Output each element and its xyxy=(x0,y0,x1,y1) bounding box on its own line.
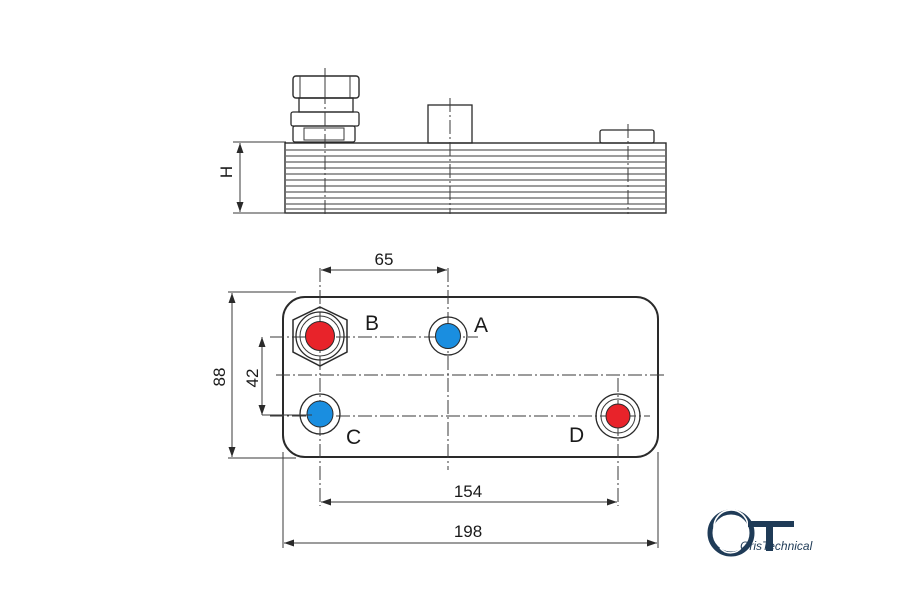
plate-outline xyxy=(282,296,659,458)
dimension-42: 42 xyxy=(243,337,312,416)
dimension-88: 88 xyxy=(210,291,296,459)
dimension-65: 65 xyxy=(321,250,447,274)
dimension-198-label: 198 xyxy=(454,522,482,541)
port-d-label: D xyxy=(569,424,584,447)
logo-mark-icon xyxy=(707,509,794,557)
dimension-88-label: 88 xyxy=(210,368,229,387)
port-b-hex-nut xyxy=(292,306,348,367)
port-b-label: B xyxy=(365,312,379,335)
logo-text: OrisTechnical xyxy=(740,539,813,553)
port-c xyxy=(299,393,341,435)
port-b xyxy=(292,306,348,367)
port-a xyxy=(428,316,468,356)
height-dimension: H xyxy=(217,141,286,214)
port-d xyxy=(595,393,641,439)
dimension-154-label: 154 xyxy=(454,482,482,501)
dimension-154: 154 xyxy=(321,482,617,506)
port-d-dot xyxy=(605,403,631,429)
height-label: H xyxy=(217,166,236,178)
side-fitting-right xyxy=(599,129,655,144)
side-plate-stack xyxy=(284,142,667,214)
front-view: B A C D 65 42 88 xyxy=(210,250,665,548)
dimension-42-label: 42 xyxy=(243,369,262,388)
dimension-65-label: 65 xyxy=(375,250,394,269)
port-c-label: C xyxy=(346,426,361,449)
port-b-dot xyxy=(305,321,335,351)
dimension-198: 198 xyxy=(282,452,659,548)
port-a-label: A xyxy=(474,314,488,337)
side-view: H xyxy=(217,68,667,214)
port-a-dot xyxy=(435,323,461,349)
oris-technical-logo: OrisTechnical xyxy=(707,509,813,557)
port-c-dot xyxy=(306,400,334,428)
